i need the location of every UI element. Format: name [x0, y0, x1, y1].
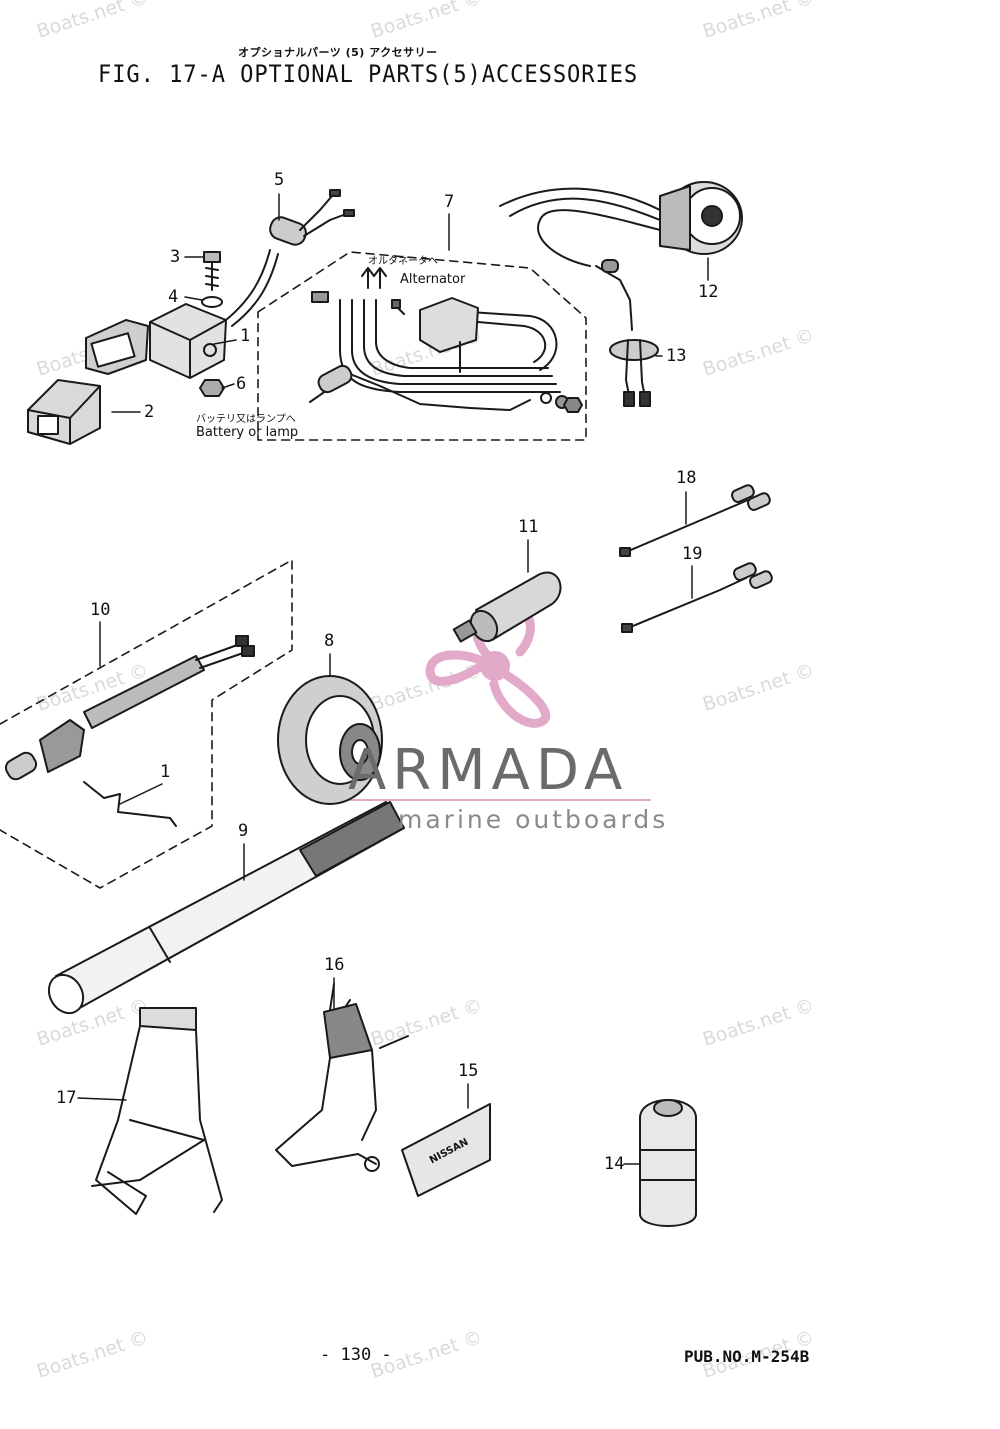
brand-name: ARMADA [348, 738, 629, 803]
battery-note: Battery or lamp [196, 425, 299, 440]
stand-part [91, 1007, 223, 1215]
switch-box-part [27, 379, 101, 445]
washer-part [201, 296, 223, 308]
callout-number: 7 [444, 192, 455, 212]
alternator-note: Alternator [400, 272, 466, 287]
callout-number: 12 [698, 282, 719, 302]
gauge-part [499, 181, 743, 331]
main-switch-part [149, 249, 279, 379]
callout-number: 10 [90, 600, 111, 620]
callout-number: 14 [604, 1154, 625, 1174]
gauge-grommet-part [609, 339, 659, 407]
callout-number: 13 [666, 346, 687, 366]
lead-wire-part-2 [621, 562, 773, 633]
lead-wire-part [619, 484, 771, 557]
nut-part [199, 379, 225, 397]
carrier-part [275, 983, 409, 1172]
battery-note-jp: バッテリ又はランプへ [196, 414, 296, 425]
callout-number: 16 [324, 955, 345, 975]
figure-title: FIG. 17-A OPTIONAL PARTS(5)ACCESSORIES [98, 60, 639, 88]
callout-number: 1 [240, 326, 251, 346]
callout-number: 15 [458, 1061, 479, 1081]
figure-title-japanese: オプショナルパーツ (5) アクセサリー [238, 46, 438, 59]
callout-number: 8 [324, 631, 335, 651]
spray-can-part [639, 1099, 697, 1227]
leader-lines [77, 193, 709, 1165]
switch-kit-dashed-box [0, 559, 293, 889]
rope-pulley-part [277, 675, 383, 805]
callout-number: 6 [236, 374, 247, 394]
callout-number: 2 [144, 402, 155, 422]
callout-number: 19 [682, 544, 703, 564]
callout-number: 9 [238, 821, 249, 841]
callout-number: 3 [170, 247, 181, 267]
callout-number: 11 [518, 517, 539, 537]
publication-number: PUB.NO.M-254B [684, 1347, 810, 1366]
callout-number: 1 [160, 762, 171, 782]
instruction-box-part [401, 1103, 491, 1197]
harness-part [309, 267, 583, 413]
brand-tagline: marine outboards [398, 805, 669, 834]
page-number: - 130 - [320, 1345, 392, 1365]
callout-number: 4 [168, 287, 179, 307]
callout-number: 17 [56, 1088, 77, 1108]
alternator-note-jp: オルタネータへ [368, 256, 438, 267]
callout-number: 18 [676, 468, 697, 488]
kill-switch-part [4, 635, 255, 827]
bolt-part [203, 251, 221, 291]
callout-number: 5 [274, 170, 285, 190]
cover-plate-part [85, 319, 149, 375]
grommet-part [269, 189, 355, 246]
grip-part [452, 571, 562, 643]
tiller-extension-part [47, 801, 405, 1015]
harness-dashed-box [257, 251, 587, 441]
